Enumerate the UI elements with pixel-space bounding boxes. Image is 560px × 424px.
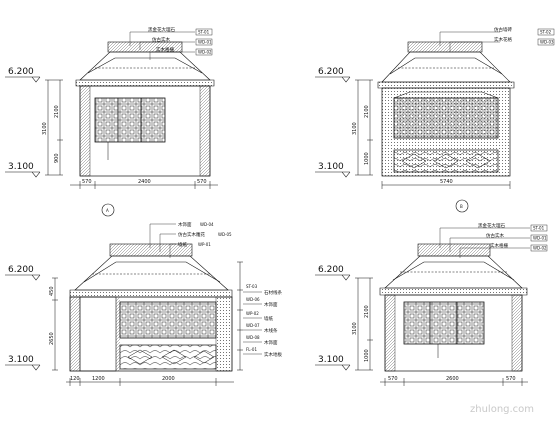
dim-c-v2: 2650: [49, 332, 55, 345]
lattice-panel-b: [393, 97, 499, 139]
dim-d-v3: 1000: [364, 349, 370, 362]
tag-c-3: WP-01: [198, 242, 211, 247]
dim-a-v1: 3100: [42, 122, 48, 135]
dim-b-v3: 1000: [364, 152, 370, 165]
level-upper-label: 6.200: [8, 67, 34, 77]
callout-b: [455, 199, 469, 213]
dim-b-v2: 2100: [364, 105, 370, 118]
dim-a-b2: 2400: [138, 179, 151, 185]
note-a-1: 黑金花大理石: [148, 26, 175, 33]
carved-base-b: [393, 149, 499, 173]
note-c-1: 木饰面: [178, 221, 192, 228]
dim-d-v1: 3100: [352, 322, 358, 335]
elevation-d: 6.200 3.100 3100 2100 1000: [315, 222, 548, 386]
tag-d-1: ST-01: [533, 226, 545, 231]
elevation-c: 6.200 3.100 450 2650: [5, 221, 282, 386]
callout-a: [101, 203, 115, 217]
svg-text:B: B: [460, 204, 463, 209]
level-upper-label-d: 6.200: [318, 265, 344, 275]
right-tag-c-2: WD-06: [246, 297, 260, 302]
roof-cornice-b: [377, 41, 515, 89]
vertical-dimension-a: [45, 79, 63, 176]
right-note-c-3: 墙纸: [264, 315, 273, 322]
dim-c-b3: 2000: [162, 376, 175, 382]
right-tag-c-4: WD-07: [246, 323, 260, 328]
right-tag-c-1: ST-03: [246, 284, 258, 289]
right-note-c-4: 木线条: [264, 327, 278, 334]
note-c-2: 仿古实木雕花: [178, 231, 205, 238]
right-note-c-6: 实木地板: [264, 351, 282, 358]
dim-d-b1: 570: [388, 376, 398, 382]
dim-a-v2: 2100: [54, 105, 60, 118]
door-opening-c: [79, 296, 117, 372]
level-upper-label-c: 6.200: [8, 265, 34, 275]
tag-d-2: WD-01: [533, 236, 547, 241]
svg-text:A: A: [106, 208, 109, 213]
note-a-3: 实木格栅: [156, 46, 174, 53]
tag-b-2: WD-03: [540, 40, 554, 45]
dim-a-b3: 570: [197, 179, 207, 185]
level-lower-label-b: 3.100: [318, 162, 344, 172]
level-upper-label-b: 6.200: [318, 67, 344, 77]
lattice-panel-c: [119, 301, 217, 339]
dim-d-v2: 2100: [364, 305, 370, 318]
watermark: zhulong.com: [470, 404, 534, 415]
level-lower-label: 3.100: [8, 162, 34, 172]
note-d-1: 黑金花大理石: [478, 222, 505, 229]
carved-base-c: [119, 344, 217, 370]
note-c-3: 墙纸: [178, 241, 187, 248]
tag-d-3: WD-02: [533, 246, 547, 251]
dim-c-v1: 450: [49, 286, 55, 296]
note-b-1: 仿古墙砖: [494, 26, 512, 33]
tag-c-2: WD-05: [218, 232, 232, 237]
tag-b-1: ST-02: [540, 30, 552, 35]
note-d-2: 仿古实木: [486, 232, 504, 239]
dim-d-b2: 2600: [446, 376, 459, 382]
level-marker-lower: 3.100: [5, 162, 41, 178]
dim-a-v3: 900: [54, 153, 60, 163]
level-lower-label-d: 3.100: [318, 355, 344, 365]
roof-cornice-d: [379, 243, 528, 296]
elevation-b: 6.200 3.100 3100 2100 1000: [315, 26, 555, 213]
level-marker-upper: 6.200: [5, 67, 41, 83]
right-tag-c-3: WP-02: [246, 311, 259, 316]
right-tag-c-6: FL-01: [246, 347, 257, 352]
dim-d-b3: 570: [506, 376, 516, 382]
note-a-2: 仿古实木: [152, 36, 170, 43]
note-b-2: 实木花格: [494, 36, 512, 43]
tag-a-3: WD-02: [198, 50, 212, 55]
dim-c-b2: 1200: [92, 376, 105, 382]
note-d-3: 实木格栅: [490, 242, 508, 249]
dim-b-b1: 5740: [440, 179, 453, 185]
elevation-a: 6.200 3.100 3100 2100 900: [5, 26, 218, 217]
tag-c-1: WD-04: [200, 222, 214, 227]
right-tag-c-5: WD-08: [246, 335, 260, 340]
tag-a-2: WD-01: [198, 40, 212, 45]
right-note-c-1: 石材线条: [264, 289, 282, 296]
dim-c-b1: 120: [70, 376, 80, 382]
lattice-window-a: [94, 97, 166, 143]
roof-cornice-a: [75, 41, 215, 87]
dim-a-b1: 570: [82, 179, 92, 185]
right-note-c-2: 木饰面: [264, 301, 278, 308]
dim-b-v1: 3100: [352, 122, 358, 135]
right-note-c-5: 木饰面: [264, 339, 278, 346]
level-lower-label-c: 3.100: [8, 355, 34, 365]
tag-a-1: ST-01: [198, 30, 210, 35]
roof-cornice-c: [69, 243, 233, 298]
lattice-window-d: [403, 301, 485, 345]
